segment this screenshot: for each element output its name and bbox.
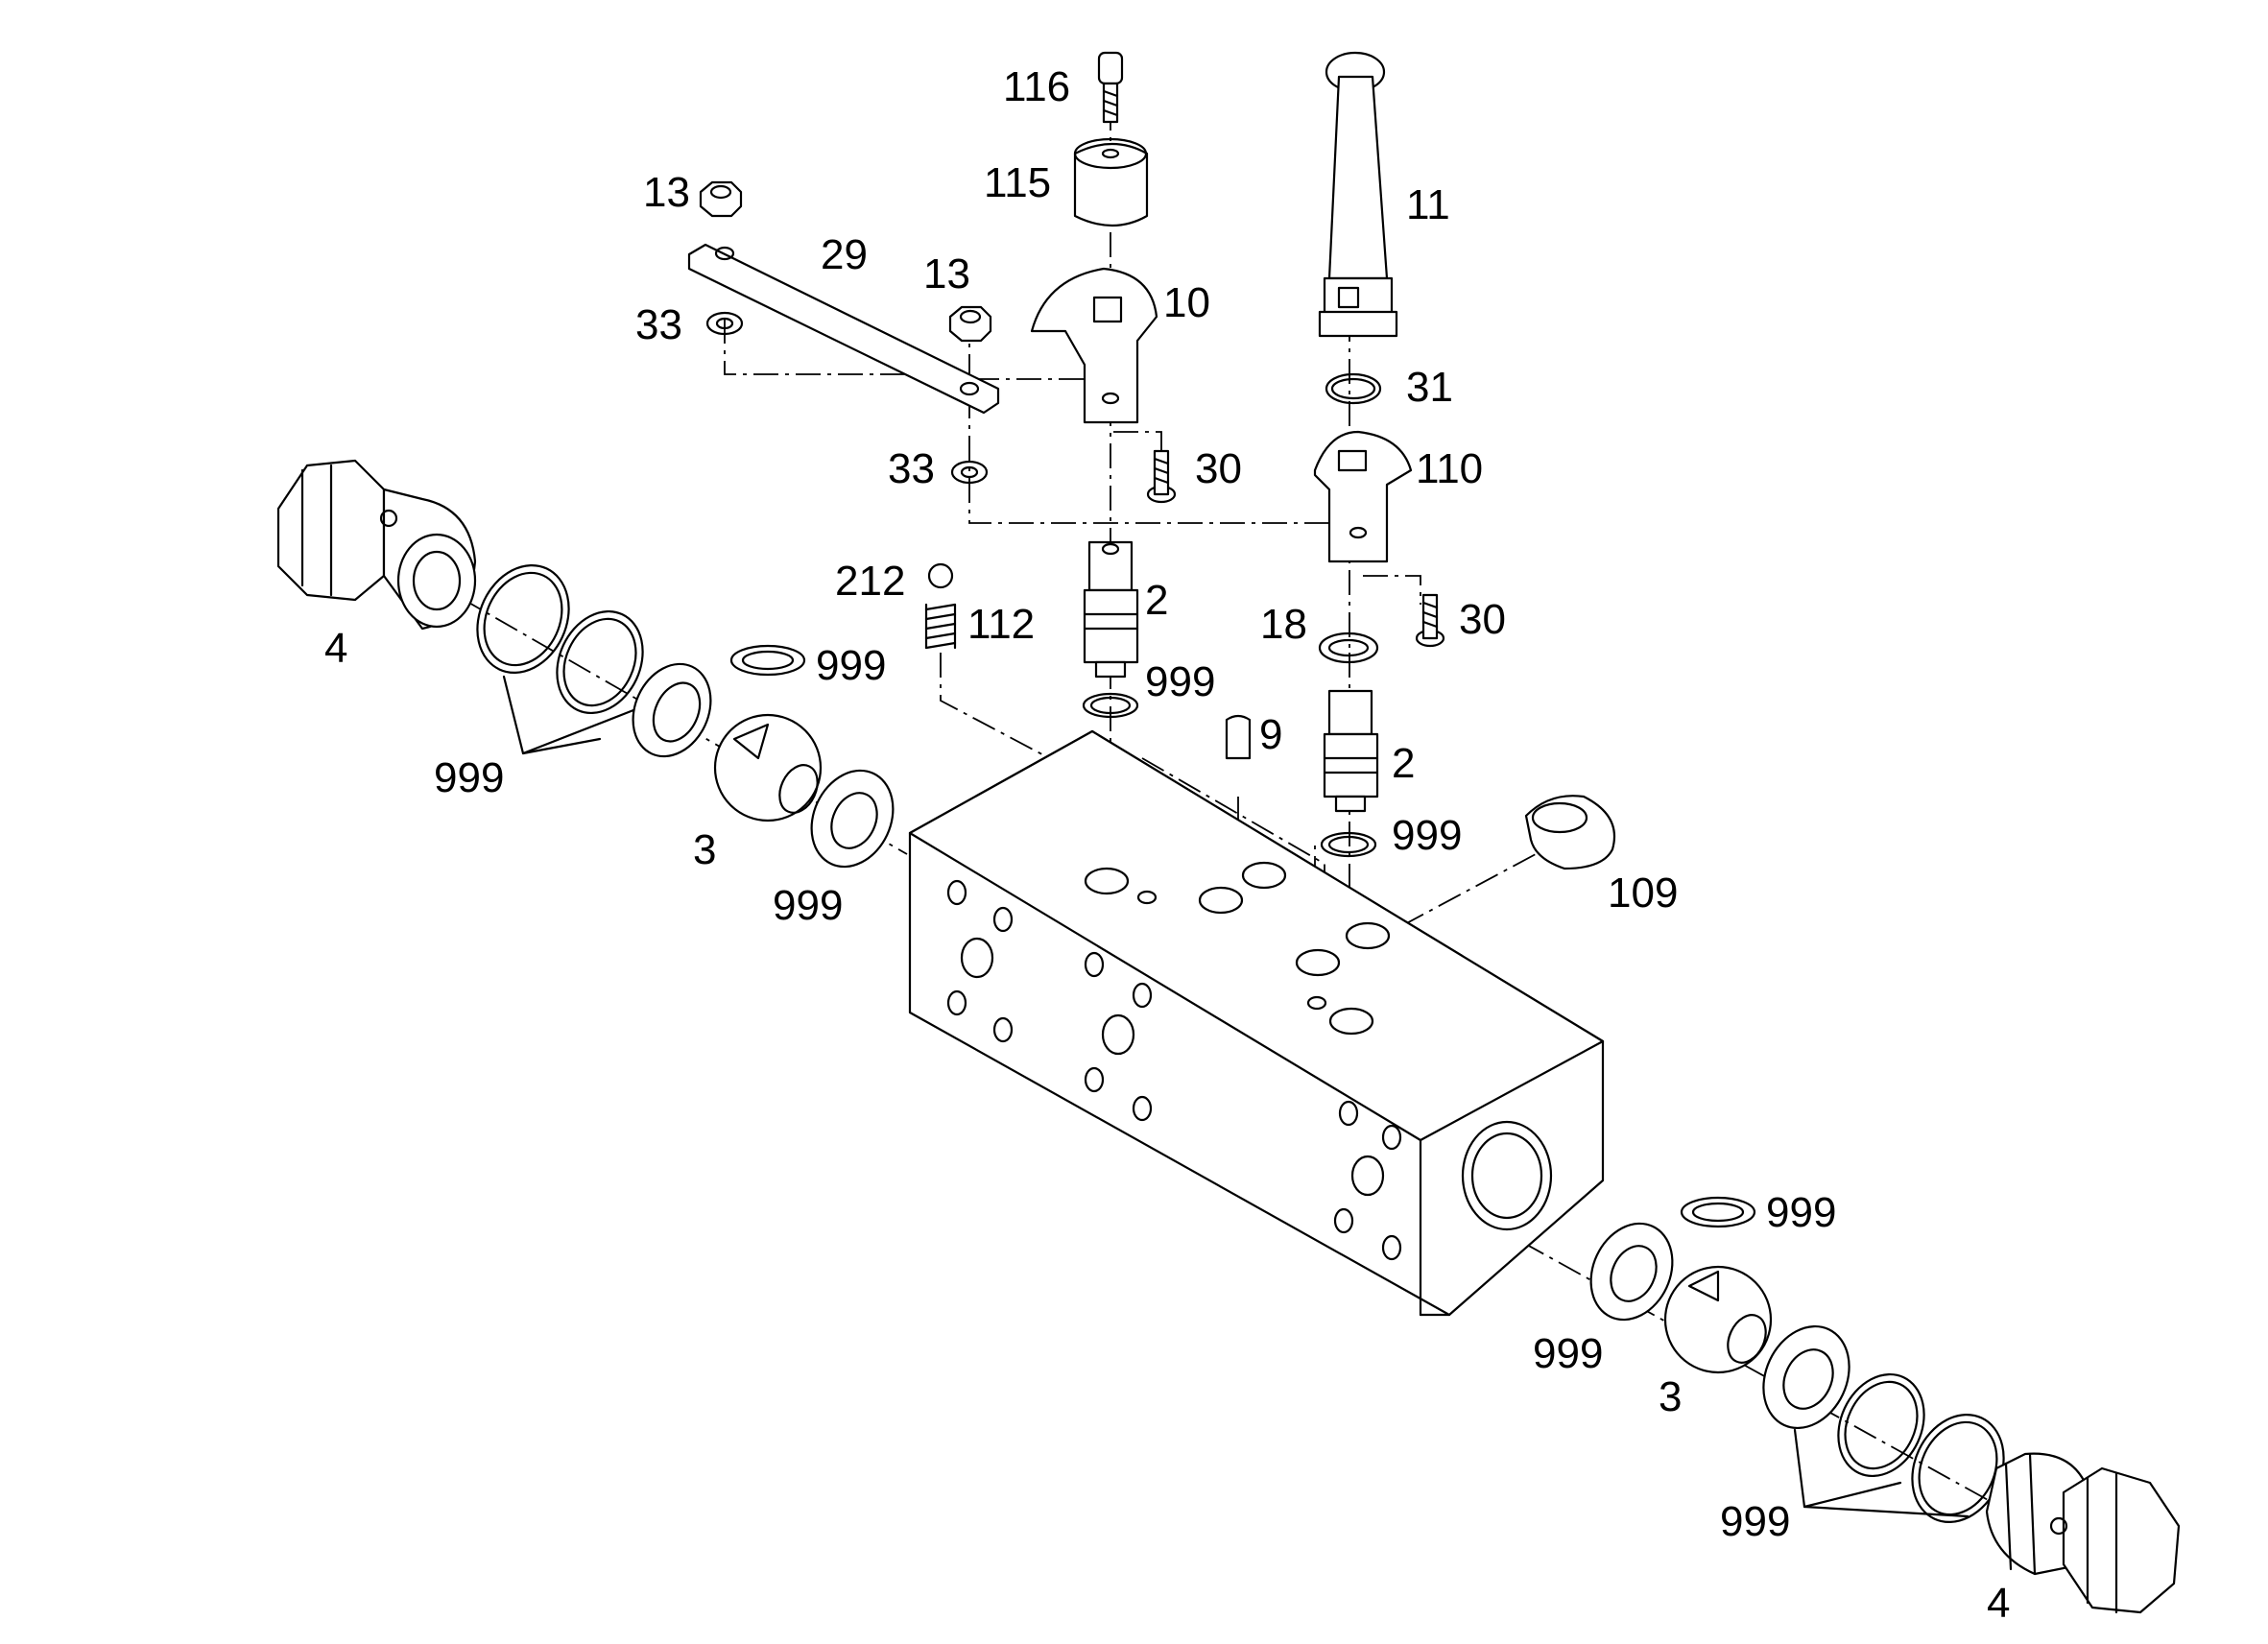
part-4-left-plug — [276, 459, 477, 631]
part-29-link-bar — [687, 243, 1000, 415]
part-4-right-plug — [1985, 1452, 2181, 1614]
label-29: 29 — [821, 231, 868, 278]
part-2-valve-right — [1323, 689, 1379, 813]
label-13-left: 13 — [643, 169, 690, 216]
part-999-left-seat — [632, 644, 806, 758]
part-999-oring-right-valve — [1320, 831, 1377, 858]
label-18: 18 — [1260, 601, 1307, 648]
part-18-washer — [1318, 631, 1379, 664]
label-999-valve-right: 999 — [1392, 812, 1462, 859]
part-999-right-seat-outer — [1762, 1324, 1850, 1430]
label-999-right-orings: 999 — [1720, 1498, 1790, 1545]
part-999-right-orings — [1793, 1372, 2005, 1524]
part-3-left-ball — [713, 713, 823, 822]
part-9-pin — [1225, 714, 1252, 760]
label-4-left: 4 — [324, 625, 347, 672]
label-11: 11 — [1406, 181, 1450, 228]
part-112-spring — [924, 603, 957, 650]
label-13-right: 13 — [923, 250, 970, 298]
label-212: 212 — [835, 558, 905, 605]
label-110: 110 — [1416, 445, 1483, 492]
label-2-left: 2 — [1145, 577, 1168, 624]
part-212-ball — [927, 562, 954, 589]
label-999-left-seal: 999 — [816, 642, 886, 689]
manifold-block — [908, 729, 1605, 1317]
part-33-washers — [705, 311, 989, 485]
part-3-right-ball — [1663, 1265, 1773, 1374]
part-31-circlip — [1325, 372, 1382, 405]
part-13-nut-left — [699, 180, 743, 218]
label-109: 109 — [1608, 870, 1678, 917]
part-115-cap — [1073, 137, 1149, 227]
label-9: 9 — [1259, 711, 1282, 758]
label-116: 116 — [1003, 63, 1070, 110]
part-999-left-orings — [476, 563, 644, 755]
label-10: 10 — [1163, 279, 1210, 326]
label-999-right-seat: 999 — [1533, 1330, 1603, 1377]
label-33-left: 33 — [635, 301, 682, 348]
label-31: 31 — [1406, 364, 1453, 411]
label-999-left-lower: 999 — [773, 882, 843, 929]
label-112: 112 — [967, 601, 1035, 648]
part-30-screw-right — [1415, 593, 1445, 648]
label-999-left-orings: 999 — [434, 754, 504, 801]
label-999-right-seal: 999 — [1766, 1189, 1836, 1236]
part-109-plug — [1524, 795, 1616, 870]
label-3-right: 3 — [1659, 1373, 1682, 1420]
callout-labels: 116 115 13 29 13 33 10 11 31 33 30 110 2… — [324, 63, 2010, 1627]
part-13-nut-right — [948, 305, 992, 343]
part-30-screw-left — [1146, 449, 1177, 504]
part-2-valve-left — [1083, 540, 1139, 679]
label-4-right: 4 — [1987, 1580, 2010, 1627]
part-110-cam — [1313, 430, 1413, 563]
part-999-oring-left-valve — [1082, 692, 1139, 719]
part-10-cam — [1030, 267, 1158, 424]
label-33-right: 33 — [888, 445, 935, 492]
part-11-handle — [1318, 51, 1398, 338]
label-30-left: 30 — [1195, 445, 1242, 492]
label-30-right: 30 — [1459, 596, 1506, 643]
label-999-valve-left: 999 — [1145, 658, 1215, 705]
part-116-screw — [1097, 51, 1124, 124]
label-2-right: 2 — [1392, 740, 1415, 787]
part-999-right-seat — [1589, 1196, 1756, 1322]
label-3-left: 3 — [693, 826, 716, 873]
part-999-left-seat-outer — [810, 769, 895, 869]
label-115: 115 — [984, 159, 1051, 206]
